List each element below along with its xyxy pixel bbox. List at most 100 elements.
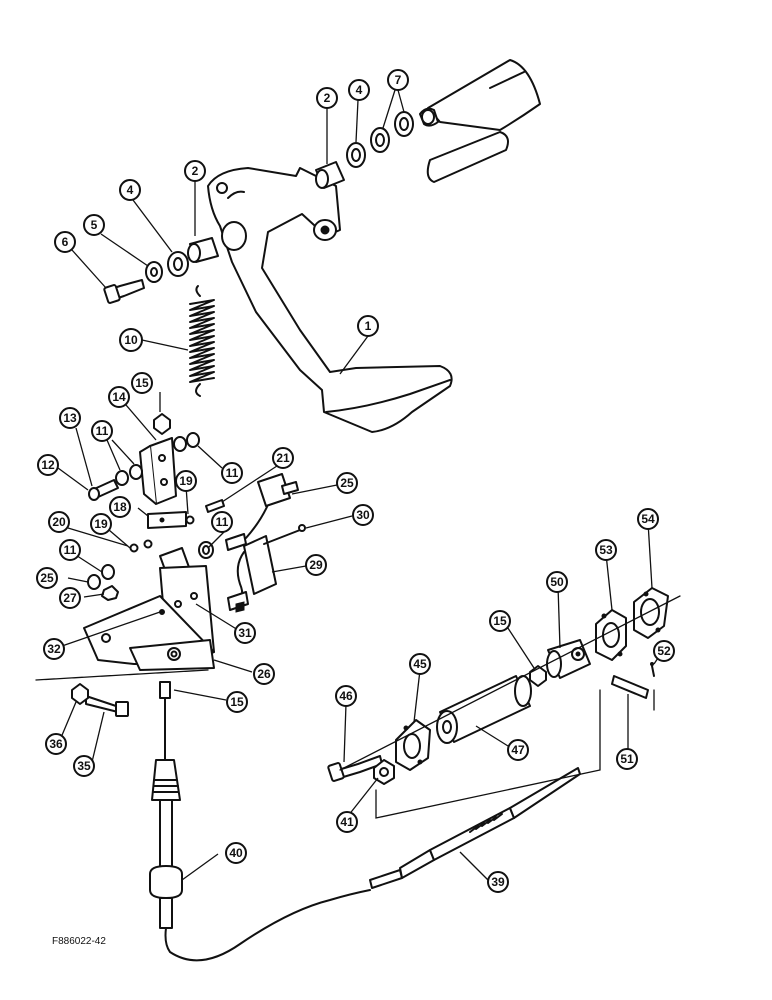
bushing-2-upper — [315, 161, 345, 189]
bolt-46 — [327, 755, 383, 782]
svg-text:11: 11 — [216, 515, 229, 529]
callout-10: 10 — [119, 328, 143, 352]
svg-text:2: 2 — [192, 164, 199, 178]
washer-4-lower — [167, 251, 189, 277]
svg-text:51: 51 — [620, 752, 634, 766]
callout-47: 47 — [507, 739, 529, 761]
svg-text:29: 29 — [309, 558, 323, 572]
callout-14: 14 — [108, 386, 130, 408]
callout-32: 32 — [43, 638, 65, 660]
svg-text:1: 1 — [365, 319, 372, 333]
pin-51 — [611, 675, 649, 699]
callout-6: 6 — [54, 231, 76, 253]
svg-text:25: 25 — [340, 476, 354, 490]
callout-11-a: 11 — [91, 420, 113, 442]
callout-4-lower: 4 — [119, 179, 141, 201]
callout-21: 21 — [272, 447, 294, 469]
svg-text:11: 11 — [64, 543, 77, 557]
piston-50 — [546, 639, 591, 679]
svg-text:14: 14 — [112, 390, 126, 404]
callout-51: 51 — [616, 748, 638, 770]
svg-text:19: 19 — [179, 474, 193, 488]
svg-text:15: 15 — [135, 376, 149, 390]
callout-25-a: 25 — [336, 472, 358, 494]
svg-text:20: 20 — [52, 515, 66, 529]
svg-text:26: 26 — [257, 667, 271, 681]
washers-11-left — [115, 464, 143, 486]
svg-text:5: 5 — [91, 218, 98, 232]
svg-text:4: 4 — [356, 83, 363, 97]
callout-40: 40 — [225, 842, 247, 864]
callout-50: 50 — [546, 571, 568, 593]
callout-11-b: 11 — [221, 462, 243, 484]
svg-text:21: 21 — [276, 451, 290, 465]
callout-4-upper: 4 — [348, 79, 370, 101]
svg-text:6: 6 — [62, 235, 69, 249]
svg-text:2: 2 — [324, 91, 331, 105]
callout-53: 53 — [595, 539, 617, 561]
svg-text:4: 4 — [127, 183, 134, 197]
callout-12: 12 — [37, 454, 59, 476]
nut-41 — [373, 759, 395, 785]
callout-18: 18 — [109, 496, 131, 518]
svg-text:30: 30 — [356, 508, 370, 522]
cover-54 — [633, 587, 669, 639]
figure-code: F886022-42 — [52, 936, 106, 947]
callout-5: 5 — [83, 214, 105, 236]
svg-text:35: 35 — [77, 759, 91, 773]
pin-12 — [88, 479, 119, 501]
callout-45: 45 — [409, 653, 431, 675]
screws-19 — [129, 499, 225, 553]
svg-text:11: 11 — [96, 424, 109, 438]
washers-11-right — [173, 432, 200, 452]
callout-11-d: 11 — [59, 539, 81, 561]
svg-text:53: 53 — [599, 543, 613, 557]
switch-29 — [227, 535, 277, 613]
svg-text:46: 46 — [339, 689, 353, 703]
bracket-26 — [83, 565, 215, 671]
svg-text:40: 40 — [229, 846, 243, 860]
callout-19-b: 19 — [90, 513, 112, 535]
svg-text:52: 52 — [657, 644, 671, 658]
gasket-53 — [595, 609, 627, 661]
return-spring-10 — [189, 285, 215, 397]
washer-4-upper — [346, 142, 366, 168]
callout-25-b: 25 — [36, 567, 58, 589]
callout-20: 20 — [48, 511, 70, 533]
rod-39 — [369, 767, 581, 889]
svg-text:19: 19 — [94, 517, 108, 531]
bushing-2-lower — [187, 237, 219, 263]
svg-text:41: 41 — [340, 815, 354, 829]
svg-text:39: 39 — [491, 875, 505, 889]
callout-19-a: 19 — [175, 470, 197, 492]
svg-text:50: 50 — [550, 575, 564, 589]
pin-52 — [650, 662, 655, 677]
screw-30 — [263, 524, 306, 545]
svg-text:36: 36 — [49, 737, 63, 751]
brake-pedal-arm — [207, 167, 453, 433]
nut-36 — [71, 683, 89, 705]
callout-46: 46 — [335, 685, 357, 707]
callout-36: 36 — [45, 733, 67, 755]
svg-text:47: 47 — [511, 743, 525, 757]
svg-text:18: 18 — [113, 500, 127, 514]
svg-text:11: 11 — [226, 466, 239, 480]
svg-text:7: 7 — [395, 73, 402, 87]
gasket-45 — [395, 719, 431, 771]
svg-text:27: 27 — [63, 591, 77, 605]
cable-40 — [149, 681, 371, 962]
callout-13: 13 — [59, 407, 81, 429]
svg-text:25: 25 — [40, 571, 54, 585]
callout-39: 39 — [487, 871, 509, 893]
leader-lines — [57, 89, 663, 881]
callout-1: 1 — [357, 315, 379, 337]
pedal-shaft — [419, 59, 541, 183]
callout-35: 35 — [73, 755, 95, 777]
callout-31: 31 — [234, 622, 256, 644]
washers-7 — [370, 111, 414, 153]
svg-text:13: 13 — [63, 411, 77, 425]
callout-15-right: 15 — [489, 610, 511, 632]
svg-text:15: 15 — [230, 695, 244, 709]
callout-7: 7 — [387, 69, 409, 91]
